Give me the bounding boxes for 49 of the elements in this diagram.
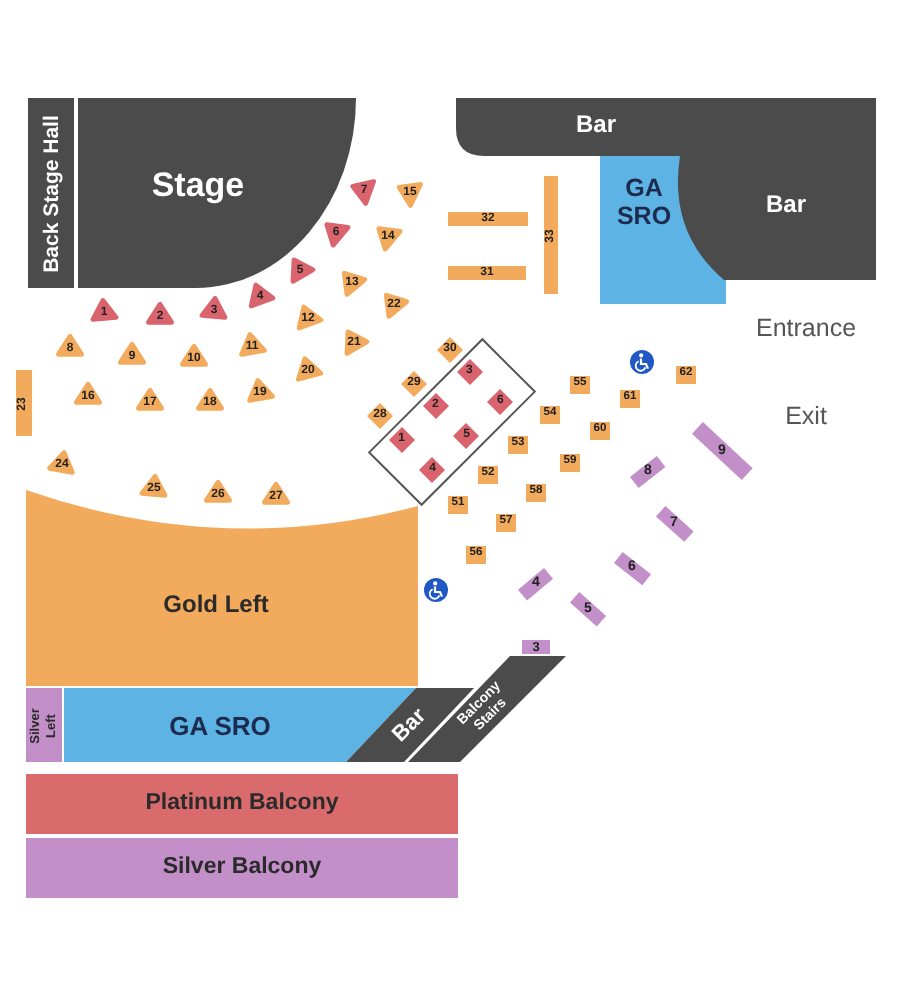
table-marker xyxy=(336,266,368,298)
section-label: Silver Balcony xyxy=(162,854,322,882)
table-marker xyxy=(394,176,426,208)
table-marker xyxy=(366,402,394,430)
table-marker xyxy=(436,336,464,364)
section-label: Bar xyxy=(573,112,618,140)
table-marker xyxy=(387,425,416,454)
stage-area xyxy=(78,98,358,288)
table-marker xyxy=(448,266,526,280)
bar-area xyxy=(672,156,876,280)
location-label: Entrance xyxy=(755,314,857,342)
table-marker xyxy=(16,370,32,436)
table-marker xyxy=(448,212,528,226)
table-marker xyxy=(138,472,170,504)
section-label: GA SRO xyxy=(614,174,674,230)
bar-area xyxy=(456,98,876,156)
table-marker xyxy=(421,391,450,420)
section-label: Gold Left xyxy=(161,592,271,620)
table-marker xyxy=(544,176,558,294)
table-marker xyxy=(348,174,380,206)
seating-section xyxy=(26,688,62,762)
seating-section xyxy=(26,490,418,686)
table-marker xyxy=(320,216,352,248)
booth-marker xyxy=(522,640,550,654)
table-marker xyxy=(46,448,78,480)
section-label: Platinum Balcony xyxy=(145,790,339,818)
table-marker xyxy=(452,422,481,451)
table-marker xyxy=(372,220,404,252)
table-marker xyxy=(486,388,515,417)
table-marker xyxy=(455,357,484,386)
table-marker xyxy=(244,376,276,408)
table-marker xyxy=(378,288,410,320)
table-marker xyxy=(292,302,324,334)
section-label: Bar xyxy=(386,702,433,751)
table-marker xyxy=(400,370,428,398)
table-marker xyxy=(292,354,324,386)
table-marker xyxy=(244,280,276,312)
table-marker xyxy=(88,296,120,328)
table-marker xyxy=(236,330,268,362)
backstage-hall-area xyxy=(28,98,74,288)
location-label: Exit xyxy=(785,402,827,430)
section-label: GA SRO xyxy=(167,711,273,741)
table-marker xyxy=(198,294,230,326)
section-label: Stage xyxy=(149,166,247,206)
table-marker xyxy=(418,456,447,485)
seating-section xyxy=(26,838,458,898)
section-label: Bar xyxy=(763,192,808,220)
section-label: Back Stage Hall xyxy=(38,112,64,276)
seating-section xyxy=(26,774,458,834)
